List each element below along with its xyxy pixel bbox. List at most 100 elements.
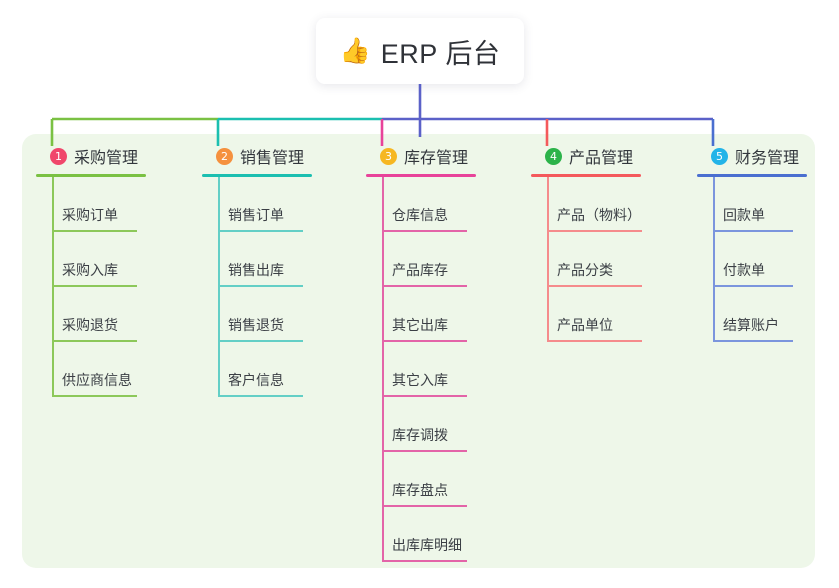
list-item[interactable]: 销售出库: [202, 232, 312, 287]
list-item-label: 付款单: [723, 262, 765, 278]
list-item-underline: [382, 340, 467, 342]
list-item[interactable]: 采购入库: [36, 232, 146, 287]
list-item-underline: [52, 395, 137, 397]
list-item-underline: [382, 395, 467, 397]
column-header-4[interactable]: 4 产品管理: [531, 143, 641, 169]
column-title-5: 财务管理: [735, 150, 800, 167]
column-title-3: 库存管理: [404, 150, 469, 167]
list-item-label: 采购退货: [62, 317, 118, 333]
column-underline-2: [202, 174, 312, 177]
list-item-label: 其它入库: [392, 372, 448, 388]
item-connector: [713, 287, 715, 342]
column-header-2[interactable]: 2 销售管理: [202, 143, 312, 169]
list-item-label: 回款单: [723, 207, 765, 223]
list-item-label: 出库库明细: [392, 537, 462, 553]
list-item-label: 产品库存: [392, 262, 448, 278]
item-connector: [218, 342, 220, 397]
list-item[interactable]: 库存调拨: [366, 397, 476, 452]
root-node-card[interactable]: 👍 ERP 后台: [316, 18, 524, 84]
mindmap-panel: [22, 134, 815, 568]
list-item[interactable]: 结算账户: [697, 287, 807, 342]
list-item-label: 产品单位: [557, 317, 613, 333]
column-title-4: 产品管理: [569, 150, 634, 167]
list-item-label: 其它出库: [392, 317, 448, 333]
column-header-5[interactable]: 5 财务管理: [697, 143, 807, 169]
item-connector: [382, 452, 384, 507]
column-underline-4: [531, 174, 641, 177]
column-header-1[interactable]: 1 采购管理: [36, 143, 146, 169]
list-item-label: 仓库信息: [392, 207, 448, 223]
column-title-2: 销售管理: [240, 150, 305, 167]
item-connector: [382, 507, 384, 562]
list-item-underline: [52, 340, 137, 342]
list-item-underline: [382, 285, 467, 287]
list-item[interactable]: 销售退货: [202, 287, 312, 342]
column-items-4: 产品（物料） 产品分类产品单位: [531, 177, 642, 342]
column-badge-5: 5: [711, 147, 728, 165]
list-item-underline: [382, 505, 467, 507]
list-item-label: 销售出库: [228, 262, 284, 278]
column-4: 4 产品管理产品（物料） 产品分类产品单位: [531, 143, 642, 342]
list-item-label: 采购入库: [62, 262, 118, 278]
list-item-label: 销售退货: [228, 317, 284, 333]
item-connector: [382, 287, 384, 342]
column-badge-3: 3: [380, 147, 397, 165]
list-item[interactable]: 回款单: [697, 177, 807, 232]
list-item[interactable]: 产品单位: [531, 287, 642, 342]
item-connector: [713, 177, 715, 232]
list-item[interactable]: 产品库存: [366, 232, 476, 287]
list-item-underline: [547, 230, 642, 232]
list-item-label: 销售订单: [228, 207, 284, 223]
list-item-underline: [547, 340, 642, 342]
list-item-underline: [713, 230, 793, 232]
column-items-1: 采购订单采购入库采购退货供应商信息: [36, 177, 146, 397]
list-item[interactable]: 客户信息: [202, 342, 312, 397]
column-underline-3: [366, 174, 476, 177]
item-connector: [382, 177, 384, 232]
list-item-underline: [382, 560, 467, 562]
column-header-3[interactable]: 3 库存管理: [366, 143, 476, 169]
list-item[interactable]: 出库库明细: [366, 507, 476, 562]
list-item[interactable]: 采购订单: [36, 177, 146, 232]
column-badge-4: 4: [545, 147, 562, 165]
list-item-underline: [713, 340, 793, 342]
list-item-underline: [218, 340, 303, 342]
list-item-label: 库存盘点: [392, 482, 448, 498]
thumbs-up-icon: 👍: [339, 36, 371, 65]
list-item-underline: [547, 285, 642, 287]
column-3: 3 库存管理仓库信息产品库存其它出库其它入库库存调拨库存盘点出库库明细: [366, 143, 476, 562]
list-item[interactable]: 产品分类: [531, 232, 642, 287]
list-item[interactable]: 采购退货: [36, 287, 146, 342]
list-item[interactable]: 其它出库: [366, 287, 476, 342]
list-item-label: 产品（物料）: [557, 207, 641, 223]
list-item-label: 库存调拨: [392, 427, 448, 443]
column-title-1: 采购管理: [74, 150, 139, 167]
column-5: 5 财务管理回款单付款单结算账户: [697, 143, 807, 342]
list-item-underline: [52, 230, 137, 232]
list-item-label: 客户信息: [228, 372, 284, 388]
item-connector: [52, 342, 54, 397]
item-connector: [547, 177, 549, 232]
item-connector: [218, 287, 220, 342]
list-item-label: 采购订单: [62, 207, 118, 223]
list-item-label: 产品分类: [557, 262, 613, 278]
list-item[interactable]: 供应商信息: [36, 342, 146, 397]
column-items-3: 仓库信息产品库存其它出库其它入库库存调拨库存盘点出库库明细: [366, 177, 476, 562]
column-2: 2 销售管理销售订单销售出库销售退货客户信息: [202, 143, 312, 397]
list-item[interactable]: 仓库信息: [366, 177, 476, 232]
list-item[interactable]: 付款单: [697, 232, 807, 287]
column-badge-2: 2: [216, 147, 233, 165]
list-item-underline: [218, 395, 303, 397]
list-item[interactable]: 库存盘点: [366, 452, 476, 507]
item-connector: [547, 287, 549, 342]
item-connector: [52, 287, 54, 342]
list-item-label: 供应商信息: [62, 372, 132, 388]
column-badge-1: 1: [50, 147, 67, 165]
list-item[interactable]: 产品（物料）: [531, 177, 642, 232]
column-items-2: 销售订单销售出库销售退货客户信息: [202, 177, 312, 397]
item-connector: [52, 177, 54, 232]
column-underline-5: [697, 174, 807, 177]
column-underline-1: [36, 174, 146, 177]
list-item[interactable]: 销售订单: [202, 177, 312, 232]
list-item[interactable]: 其它入库: [366, 342, 476, 397]
